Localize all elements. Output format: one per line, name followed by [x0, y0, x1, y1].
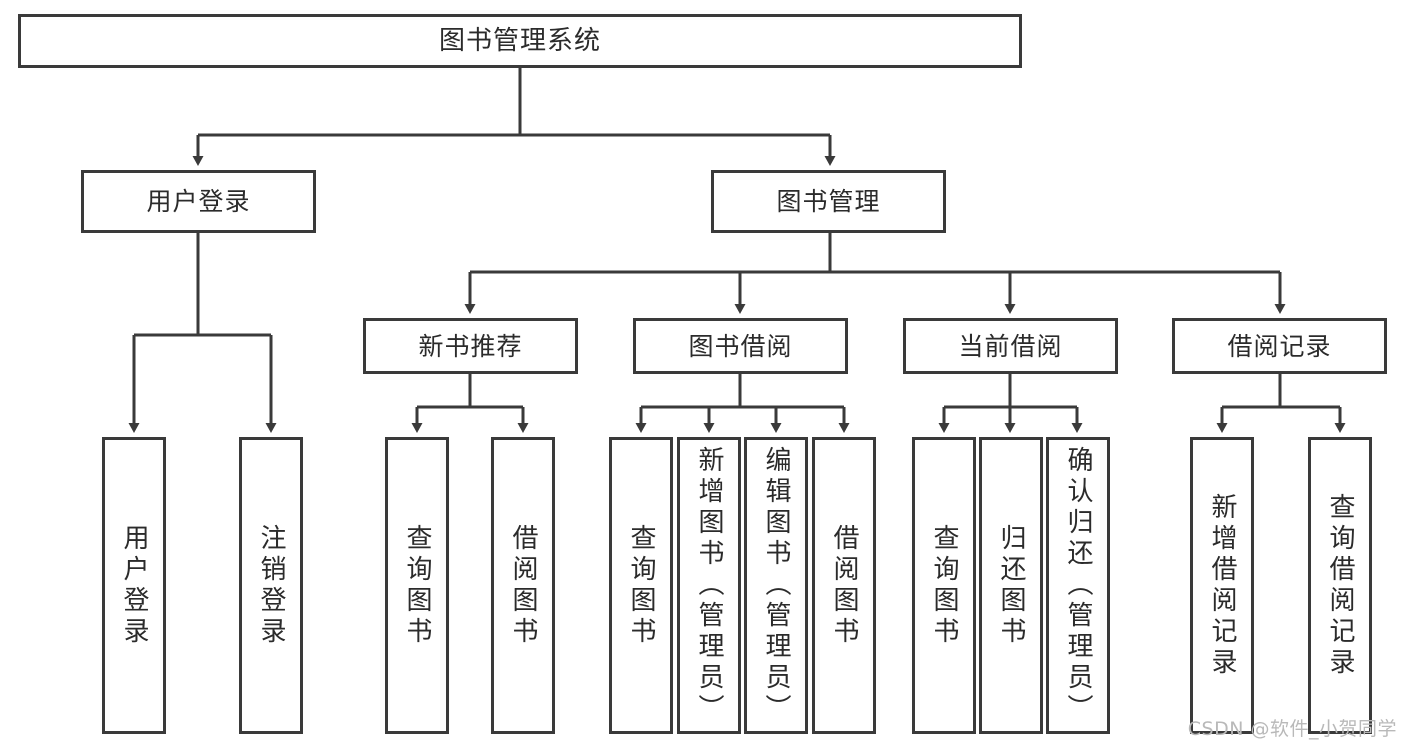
node-book-manage-label: 图书管理	[776, 187, 881, 216]
leaf-query-book-1-label: 查询图书	[402, 523, 432, 648]
leaf-add-record-label: 新增借阅记录	[1207, 492, 1237, 679]
leaf-user-login[interactable]: 用户登录	[102, 437, 166, 734]
node-root-label: 图书管理系统	[438, 26, 601, 56]
leaf-query-book-3[interactable]: 查询图书	[912, 437, 976, 734]
node-borrow-record-label: 借阅记录	[1227, 331, 1332, 361]
node-user-login-label: 用户登录	[146, 187, 251, 216]
leaf-confirm-return[interactable]: 确认归还（管理员）	[1046, 437, 1110, 734]
leaf-user-login-label: 用户登录	[119, 523, 149, 648]
leaf-edit-book-label: 编辑图书（管理员）	[761, 446, 791, 725]
node-book-borrow-label: 图书借阅	[688, 331, 793, 361]
node-book-manage[interactable]: 图书管理	[711, 170, 946, 233]
leaf-query-book-2-label: 查询图书	[626, 523, 656, 648]
leaf-borrow-book-2-label: 借阅图书	[829, 523, 859, 648]
node-new-book-recommend[interactable]: 新书推荐	[363, 318, 578, 374]
node-user-login[interactable]: 用户登录	[81, 170, 316, 233]
leaf-add-book[interactable]: 新增图书（管理员）	[677, 437, 741, 734]
leaf-return-book-label: 归还图书	[996, 523, 1026, 648]
leaf-borrow-book-1[interactable]: 借阅图书	[491, 437, 555, 734]
watermark: CSDN @软件_小贺同学	[1187, 718, 1397, 740]
leaf-return-book[interactable]: 归还图书	[979, 437, 1043, 734]
leaf-query-book-3-label: 查询图书	[929, 523, 959, 648]
node-root[interactable]: 图书管理系统	[18, 14, 1022, 68]
leaf-add-book-label: 新增图书（管理员）	[694, 446, 724, 725]
node-book-borrow[interactable]: 图书借阅	[633, 318, 848, 374]
leaf-logout-login[interactable]: 注销登录	[239, 437, 303, 734]
leaf-query-record[interactable]: 查询借阅记录	[1308, 437, 1372, 734]
leaf-borrow-book-2[interactable]: 借阅图书	[812, 437, 876, 734]
leaf-edit-book[interactable]: 编辑图书（管理员）	[744, 437, 808, 734]
node-new-book-recommend-label: 新书推荐	[418, 331, 523, 361]
leaf-borrow-book-1-label: 借阅图书	[508, 523, 538, 648]
node-borrow-record[interactable]: 借阅记录	[1172, 318, 1387, 374]
leaf-query-book-2[interactable]: 查询图书	[609, 437, 673, 734]
node-current-borrow[interactable]: 当前借阅	[903, 318, 1118, 374]
leaf-logout-login-label: 注销登录	[256, 523, 286, 648]
leaf-query-book-1[interactable]: 查询图书	[385, 437, 449, 734]
leaf-add-record[interactable]: 新增借阅记录	[1190, 437, 1254, 734]
leaf-query-record-label: 查询借阅记录	[1325, 492, 1355, 679]
node-current-borrow-label: 当前借阅	[958, 331, 1063, 361]
leaf-confirm-return-label: 确认归还（管理员）	[1063, 446, 1093, 725]
